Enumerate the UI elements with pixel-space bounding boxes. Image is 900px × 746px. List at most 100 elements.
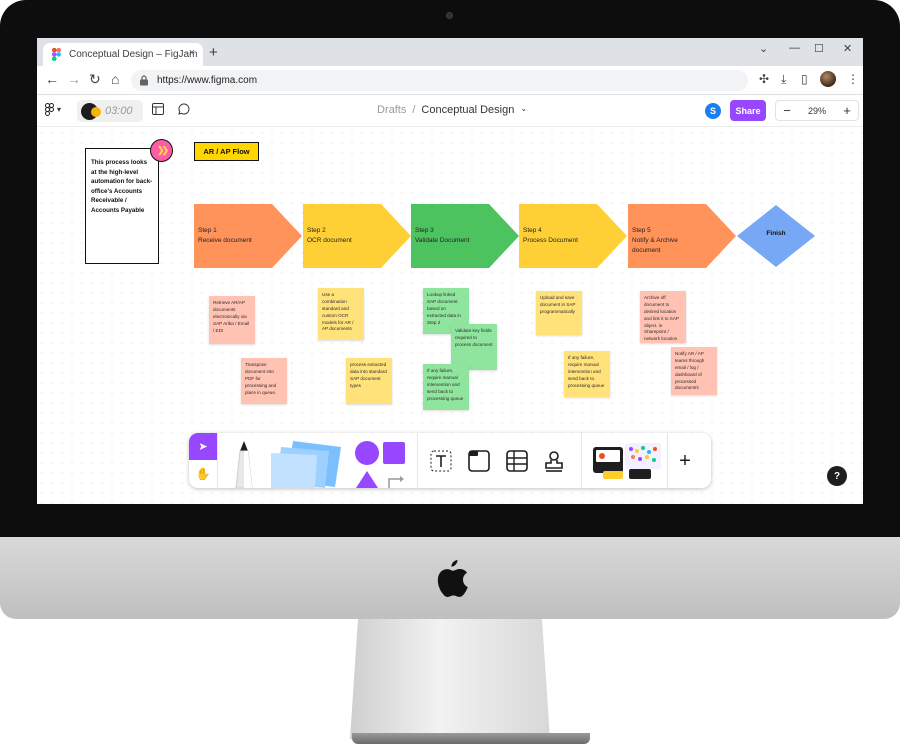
step-2-number: Step 2: [307, 227, 326, 234]
sidebar-panel-icon[interactable]: ▯: [801, 72, 808, 86]
lock-icon: [139, 74, 151, 87]
figma-logo-icon: [45, 103, 54, 116]
step-1-arrow: [194, 204, 302, 268]
sticky-note[interactable]: Archive off document to desired location…: [640, 291, 686, 343]
step-4-number: Step 4: [523, 227, 542, 234]
back-arrow-icon[interactable]: ←: [45, 71, 59, 87]
step-2-label: OCR document: [307, 236, 352, 244]
file-name[interactable]: Conceptual Design: [421, 104, 515, 116]
zoom-in-button[interactable]: +: [843, 103, 851, 118]
browser-tab-title: Conceptual Design – FigJam: [69, 49, 198, 60]
sticky-note[interactable]: process extracted data into standard SAP…: [346, 358, 392, 404]
sticky-note[interactable]: Notify AR / AP teams through email / log…: [671, 347, 717, 395]
flow-title[interactable]: AR / AP Flow: [194, 142, 259, 161]
extensions-puzzle-icon[interactable]: ✣: [759, 72, 770, 86]
zoom-level[interactable]: 29%: [807, 105, 826, 116]
figjam-canvas[interactable]: This process looks at the high-level aut…: [37, 128, 863, 504]
minimize-icon[interactable]: —: [789, 42, 800, 54]
section-tool-icon[interactable]: [467, 449, 491, 473]
camera: [446, 12, 453, 19]
hand-icon[interactable]: ✋: [195, 467, 211, 481]
zoom-out-button[interactable]: −: [783, 103, 791, 118]
step-4-label: Process Document: [523, 236, 578, 244]
forward-arrow-icon[interactable]: →: [67, 71, 81, 87]
browser-tab-bar: Conceptual Design – FigJam × + ⌄ — ☐ ✕: [37, 38, 863, 66]
step-1-label: Receive document: [198, 236, 252, 244]
step-3-text: Step 3 Validate Document: [415, 226, 469, 246]
finish-diamond: [737, 205, 815, 267]
sticky-note[interactable]: Retrieve AR/AP documents electronically …: [209, 296, 255, 344]
intro-card[interactable]: This process looks at the high-level aut…: [85, 148, 159, 264]
finish-shape[interactable]: Finish: [736, 204, 816, 268]
step-4-text: Step 4 Process Document: [523, 226, 578, 246]
step-4-shape[interactable]: Step 4 Process Document: [519, 204, 627, 268]
browser-address-bar: ← → ↻ ⌂ https://www.figma.com ✣ ⤓ ▯ ⋮: [37, 66, 863, 95]
step-2-shape[interactable]: Step 2 OCR document: [303, 204, 411, 268]
templates-widgets-icon[interactable]: [593, 441, 663, 481]
add-more-button[interactable]: +: [679, 449, 691, 472]
url-text: https://www.figma.com: [157, 75, 258, 86]
dock-divider: [417, 433, 418, 488]
table-tool-icon[interactable]: [505, 449, 529, 473]
step-5-arrow: [628, 204, 736, 268]
maximize-icon[interactable]: ☐: [814, 43, 824, 55]
dock-divider: [667, 433, 668, 488]
stamp-tool-icon[interactable]: [542, 449, 566, 473]
sticky-note[interactable]: Use a combination standard and custom OC…: [318, 288, 364, 340]
imac-stand-foot: [352, 733, 590, 744]
browser-tab[interactable]: Conceptual Design – FigJam ×: [43, 43, 203, 66]
step-1-text: Step 1 Receive document: [198, 226, 252, 246]
cursor-select-icon[interactable]: ➤: [189, 433, 217, 460]
step-5-shape[interactable]: Step 5 Notify & Archive document: [628, 204, 736, 268]
imac-stand: [350, 619, 550, 739]
reload-icon[interactable]: ↻: [89, 71, 101, 87]
step-5-number: Step 5: [632, 227, 651, 234]
screen: Conceptual Design – FigJam × + ⌄ — ☐ ✕ ←…: [37, 38, 863, 504]
breadcrumb-parent[interactable]: Drafts: [377, 104, 407, 116]
main-menu-button[interactable]: ▾: [45, 103, 61, 116]
sticky-note[interactable]: Transpose document into PDF for processi…: [241, 358, 287, 404]
step-2-arrow: [303, 204, 411, 268]
user-avatar[interactable]: S: [705, 103, 721, 119]
timer-icon: [81, 103, 101, 120]
step-3-arrow: [411, 204, 519, 268]
text-tool-icon[interactable]: [429, 449, 453, 473]
profile-avatar[interactable]: [820, 71, 836, 87]
share-button[interactable]: Share: [730, 100, 766, 121]
download-icon[interactable]: ⤓: [781, 72, 787, 86]
window-close-icon[interactable]: ✕: [843, 43, 853, 55]
home-icon[interactable]: ⌂: [111, 71, 120, 87]
step-1-shape[interactable]: Step 1 Receive document: [194, 204, 302, 268]
step-3-label: Validate Document: [415, 236, 470, 244]
url-field[interactable]: https://www.figma.com: [131, 70, 748, 91]
chevron-down-icon[interactable]: ⌄: [759, 43, 769, 55]
layout-panel-icon[interactable]: [152, 103, 164, 118]
sticky-note[interactable]: If any failure, require manual intervent…: [423, 364, 469, 410]
help-button[interactable]: ?: [827, 466, 847, 486]
sticky-note[interactable]: Validate key fields required to process …: [451, 324, 497, 370]
chevron-down-icon: ▾: [57, 105, 62, 114]
step-3-number: Step 3: [415, 227, 434, 234]
tool-dock: ➤ ✋: [189, 433, 711, 488]
step-4-arrow: [519, 204, 627, 268]
step-3-shape[interactable]: Step 3 Validate Document: [411, 204, 519, 268]
shapes-icon[interactable]: [353, 441, 409, 488]
tab-close-icon[interactable]: ×: [188, 47, 195, 59]
sticky-note[interactable]: Upload and save document in SAP programm…: [536, 291, 582, 335]
step-2-text: Step 2 OCR document: [307, 226, 352, 246]
chevron-down-icon[interactable]: ⌄: [520, 104, 528, 113]
comment-icon[interactable]: [178, 103, 190, 118]
figjam-header: ▾ 03:00 Drafts / Conceptual Design ⌄ S S…: [37, 95, 863, 127]
marker-pen-icon[interactable]: [229, 441, 259, 488]
timer-widget[interactable]: 03:00: [77, 100, 143, 122]
timer-value: 03:00: [105, 105, 133, 117]
apple-logo-icon: [437, 560, 468, 598]
sticky-notes-icon[interactable]: [271, 439, 343, 488]
double-chevron-icon: ❯❯: [150, 139, 173, 162]
step-1-number: Step 1: [198, 227, 217, 234]
kebab-menu-icon[interactable]: ⋮: [847, 72, 859, 86]
new-tab-button[interactable]: +: [209, 44, 218, 61]
dock-divider: [581, 433, 582, 488]
sticky-note[interactable]: If any failure, require manual intervent…: [564, 351, 610, 397]
dock-divider: [217, 433, 218, 488]
